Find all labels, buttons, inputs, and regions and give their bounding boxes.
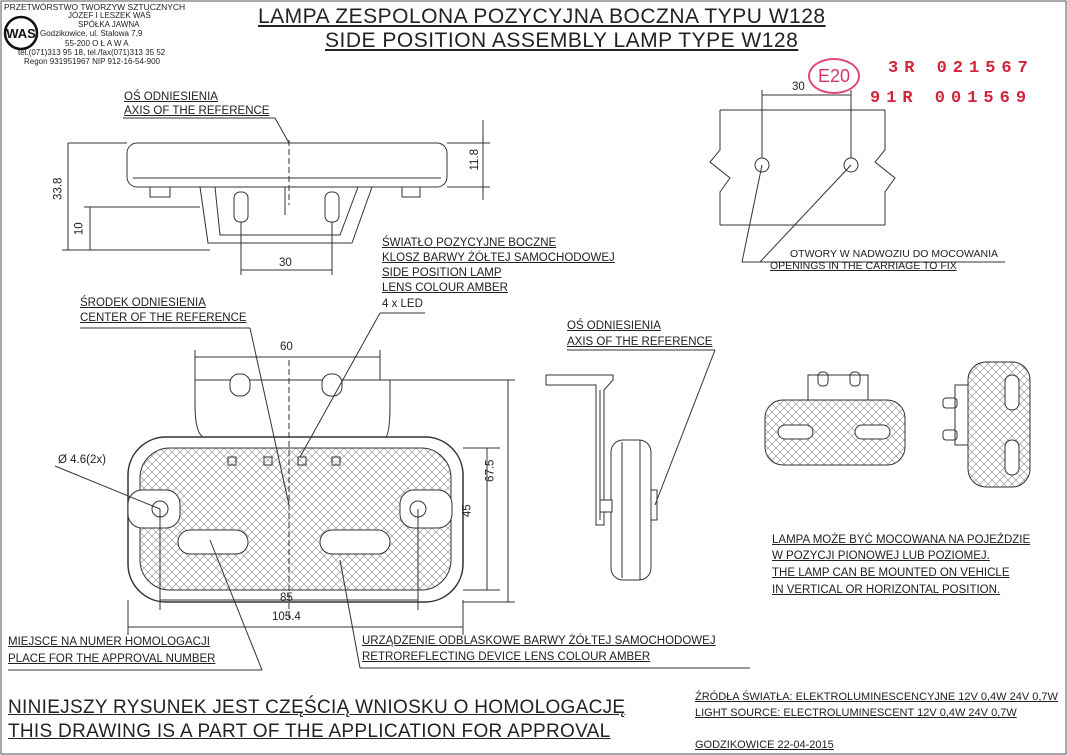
application-note-en: THIS DRAWING IS A PART OF THE APPLICATIO…	[8, 721, 611, 742]
company-line-2: JÓZEF I LESZEK WAŚ	[68, 11, 151, 20]
company-address: Godzikowice, ul. Stalowa 7,9	[40, 29, 143, 38]
title-en: SIDE POSITION ASSEMBLY LAMP TYPE W128	[325, 29, 799, 52]
side-lamp-label-1: ŚWIATŁO POZYCYJNE BOCZNE	[382, 237, 557, 249]
approval-mark: E20	[808, 58, 860, 94]
axis-reference-label-en: AXIS OF THE REFERENCE	[124, 105, 270, 117]
side-lamp-label-5: 4 x LED	[382, 298, 423, 310]
dim-front-spacing: 60	[280, 341, 293, 353]
mounting-note-3: THE LAMP CAN BE MOUNTED ON VEHICLE	[772, 567, 1010, 579]
company-line-3: SPÓŁKA JAWNA	[78, 20, 140, 29]
title-pl: LAMPA ZESPOLONA POZYCYJNA BOCZNA TYPU W1…	[258, 5, 826, 28]
company-phone: tel.(071)313 95 18, tel./fax(071)313 35 …	[18, 48, 166, 57]
retroreflector-label-pl: URZĄDZENIE ODBLASKOWE BARWY ŻÓŁTEJ SAMOC…	[362, 635, 716, 647]
retroreflector-label-en: RETROREFLECTING DEVICE LENS COLOUR AMBER	[362, 651, 651, 663]
vertical-mount-view	[942, 361, 1031, 488]
company-line-1: PRZETWÓRSTWO TWORZYW SZTUCZNYCH	[4, 2, 186, 12]
axis-reference-side-label-pl: OŚ ODNIESIENIA	[567, 320, 661, 332]
holes-view	[709, 90, 1005, 263]
dim-reflector-spacing: 85	[280, 592, 293, 604]
mounting-note-4: IN VERTICAL OR HORIZONTAL POSITION.	[772, 584, 1001, 596]
company-logo: WAS	[3, 15, 39, 51]
axis-reference-label-pl: OŚ ODNIESIENIA	[124, 91, 218, 103]
dim-overall-width: 105.4	[272, 611, 301, 623]
mounting-note-2: W POZYCJI PIONOWEJ LUB POZIOMEJ.	[772, 550, 990, 562]
approval-place-label-en: PLACE FOR THE APPROVAL NUMBER	[8, 653, 216, 665]
openings-label-pl: OTWORY W NADWOZIU DO MOCOWANIA	[790, 248, 999, 260]
openings-label-en: OPENINGS IN THE CARRIAGE TO FIX	[770, 260, 957, 272]
dim-bracket-spacing: 30	[279, 257, 292, 269]
mounting-note-1: LAMPA MOŻE BYĆ MOCOWANA NA POJEŹDZIE	[772, 534, 1031, 546]
dim-lens-height: 45	[461, 504, 474, 518]
approval-number-1: 3R 021567	[888, 59, 1034, 78]
front-view	[54, 350, 515, 635]
side-lamp-label-2: KLOSZ BARWY ŻÓŁTEJ SAMOCHODOWEJ	[382, 252, 615, 264]
dim-lamp-depth: 11.8	[469, 148, 482, 171]
dim-hole-spacing: 30	[792, 81, 805, 93]
dim-hole-diameter: Ø 4.6(2x)	[58, 454, 106, 466]
approval-place-label-pl: MIEJSCE NA NUMER HOMOLOGACJI	[8, 636, 210, 648]
dim-bracket-height: 10	[73, 222, 86, 236]
center-reference-label-pl: ŚRODEK ODNIESIENIA	[80, 297, 206, 309]
side-view	[545, 349, 716, 581]
axis-reference-side-label-en: AXIS OF THE REFERENCE	[567, 336, 713, 348]
approval-number-2: 91R 001569	[870, 89, 1033, 108]
side-lamp-label-3: SIDE POSITION LAMP	[382, 267, 502, 279]
horizontal-mount-view	[764, 371, 906, 466]
dim-overall-height: 67.5	[484, 459, 497, 482]
light-source-en: LIGHT SOURCE: ELECTROLUMINESCENT 12V 0,4…	[695, 707, 1017, 719]
company-regon: Regon 931951967 NIP 912-16-54-900	[24, 57, 160, 66]
svg-text:WAS: WAS	[6, 26, 36, 41]
company-postcode: 55-200 O Ł A W A	[65, 39, 129, 48]
dim-total-height: 33.8	[52, 177, 65, 200]
place-date: GODZIKOWICE 22-04-2015	[695, 739, 834, 751]
side-lamp-label-4: LENS COLOUR AMBER	[382, 282, 508, 294]
application-note-pl: NINIEJSZY RYSUNEK JEST CZĘŚCIĄ WNIOSKU O…	[8, 697, 626, 718]
light-source-pl: ŹRÓDŁA ŚWIATŁA: ELEKTROLUMINESCENCYJNE 1…	[695, 691, 1058, 703]
center-reference-label-en: CENTER OF THE REFERENCE	[80, 312, 247, 324]
top-view	[62, 120, 490, 275]
